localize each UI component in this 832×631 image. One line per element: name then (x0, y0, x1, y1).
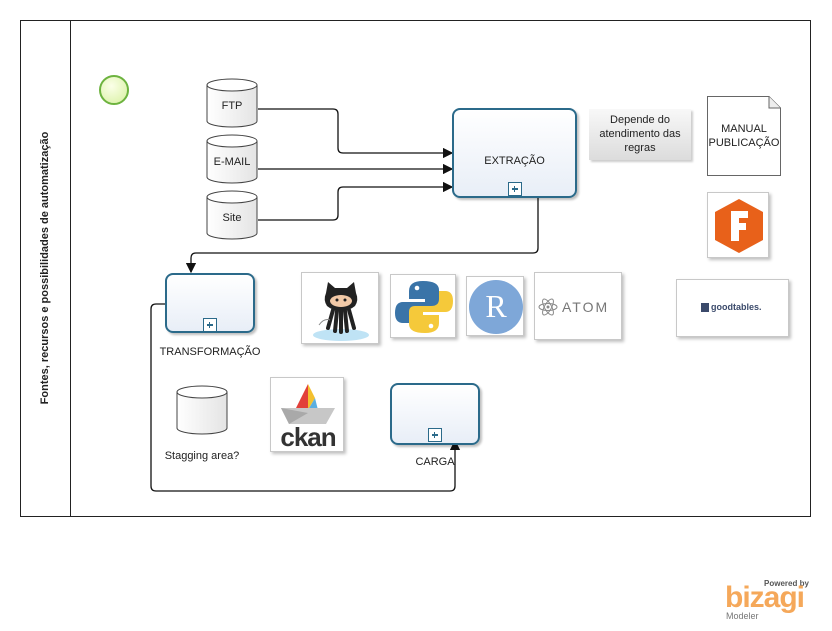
subprocess-plus-icon[interactable] (428, 428, 442, 442)
ckan-logo: ckan (270, 377, 344, 452)
bizagi-modeler-text: Modeler (726, 611, 759, 621)
github-logo (301, 272, 379, 344)
subprocess-plus-icon[interactable] (203, 318, 217, 332)
atom-text: ATOM (562, 299, 610, 315)
database-icon (206, 190, 258, 240)
data-store-label: E-MAIL (213, 156, 251, 168)
data-store-site[interactable]: Site (206, 190, 258, 240)
task-carga-label: CARGA (415, 456, 455, 468)
database-icon (206, 134, 258, 184)
flow-transformacao-carga (150, 303, 461, 492)
data-store-ftp[interactable]: FTP (206, 78, 258, 128)
bizagi-logo: bizagi (725, 581, 805, 614)
task-extracao-label: EXTRAÇÃO (484, 155, 545, 167)
atom-logo: ATOM (534, 272, 622, 340)
goodtables-text: goodtables. (711, 302, 762, 312)
paper-boat-icon (281, 384, 335, 424)
r-logo: R (466, 276, 524, 336)
octocat-icon (313, 282, 369, 341)
powered-by-text: Powered by (764, 579, 809, 588)
pool-header (20, 20, 71, 517)
database-icon (206, 78, 258, 128)
text-annotation[interactable]: Depende do atendimento das regras (589, 109, 691, 160)
task-extracao[interactable] (452, 108, 577, 198)
document-label: MANUAL PUBLICAÇÃO (708, 123, 780, 149)
goodtables-mark-icon (701, 303, 709, 312)
data-store-email[interactable]: E-MAIL (206, 134, 258, 184)
goodtables-logo: goodtables. (676, 279, 789, 337)
task-transformacao-label: TRANSFORMAÇÃO (159, 346, 261, 358)
data-store-stagging[interactable] (176, 385, 228, 435)
flow-extracao-transformacao (185, 197, 539, 274)
data-store-stagging-label: Stagging area? (164, 450, 240, 462)
python-logo (390, 274, 456, 338)
ckan-text: ckan (280, 422, 336, 452)
document-icon[interactable] (707, 96, 781, 176)
task-transformacao[interactable] (165, 273, 255, 333)
data-store-label: Site (222, 212, 242, 224)
database-icon (176, 385, 228, 435)
flow-ftp-extracao (258, 108, 454, 159)
start-event[interactable] (99, 75, 129, 105)
data-store-label: FTP (221, 100, 243, 112)
r-circle-icon (469, 280, 523, 334)
task-carga[interactable] (390, 383, 480, 445)
python-snakes-icon (395, 281, 453, 333)
subprocess-plus-icon[interactable] (508, 182, 522, 196)
frictionless-hexagon-icon (715, 199, 763, 253)
flow-site-extracao (258, 181, 454, 221)
pool (20, 20, 811, 517)
r-letter: R (485, 288, 507, 324)
frictionless-logo (707, 192, 769, 258)
atom-icon (538, 298, 558, 316)
